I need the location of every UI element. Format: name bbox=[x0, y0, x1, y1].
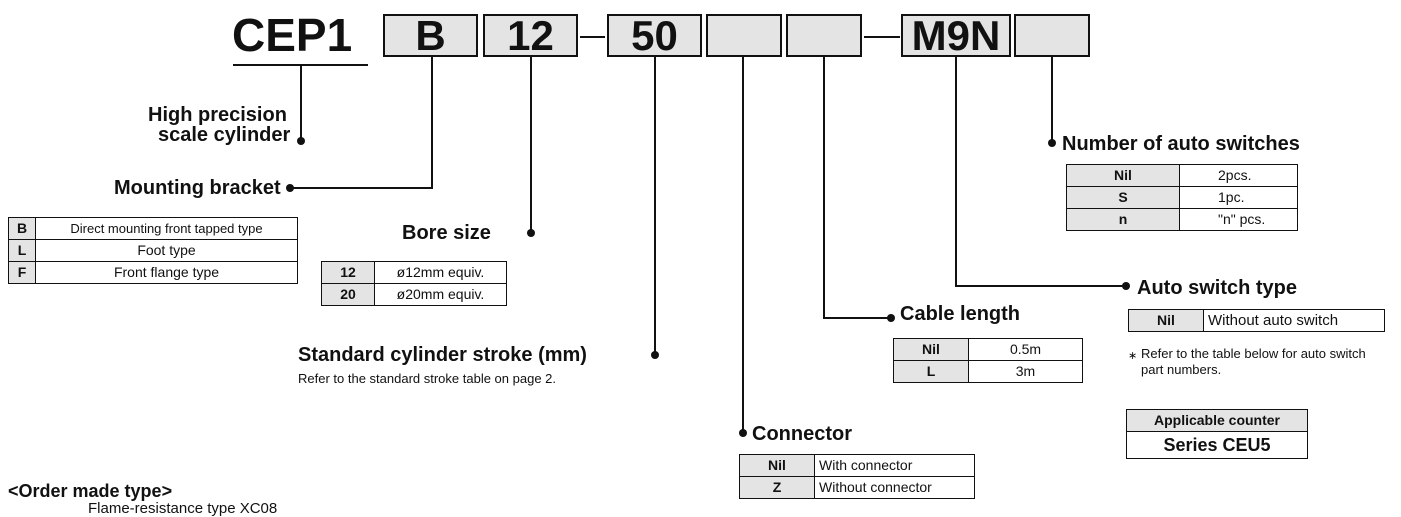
leader-dot bbox=[651, 351, 659, 359]
table-desc: ø12mm equiv. bbox=[374, 261, 507, 284]
bore-table: 12 ø12mm equiv. 20 ø20mm equiv. bbox=[321, 261, 507, 306]
leader-line bbox=[955, 285, 1126, 287]
table-desc: Without auto switch bbox=[1203, 309, 1385, 332]
code-box-mounting: B bbox=[383, 14, 478, 57]
leader-line bbox=[300, 66, 302, 140]
leader-line bbox=[823, 57, 825, 319]
code-box-auto-switch: M9N bbox=[901, 14, 1011, 57]
table-desc: Front flange type bbox=[35, 261, 298, 284]
high-precision-line1: High precision bbox=[148, 104, 287, 126]
auto-switch-note: Refer to the table below for auto switch… bbox=[1141, 346, 1366, 377]
table-desc: With connector bbox=[814, 454, 975, 477]
leader-line bbox=[823, 317, 891, 319]
leader-line bbox=[742, 57, 744, 433]
order-made-title: <Order made type> bbox=[8, 481, 173, 501]
cable-title: Cable length bbox=[900, 303, 1021, 325]
table-code: Nil bbox=[739, 454, 815, 477]
order-made-line: Flame-resistance type XC08 bbox=[88, 500, 278, 517]
code-box-stroke: 50 bbox=[607, 14, 702, 57]
series-code: CEP1 bbox=[232, 9, 353, 61]
leader-dot bbox=[286, 184, 294, 192]
table-row: S 1pc. bbox=[1066, 186, 1298, 209]
leader-dot bbox=[1122, 282, 1130, 290]
table-code: Z bbox=[739, 476, 815, 499]
table-desc: 1pc. bbox=[1179, 186, 1298, 209]
table-row: Z Without connector bbox=[739, 476, 975, 499]
table-desc: 3m bbox=[968, 360, 1083, 383]
table-row: B Direct mounting front tapped type bbox=[8, 217, 298, 240]
table-desc: Foot type bbox=[35, 239, 298, 262]
leader-line bbox=[955, 57, 957, 287]
leader-line bbox=[654, 57, 656, 355]
table-row: 20 ø20mm equiv. bbox=[321, 283, 507, 306]
leader-line bbox=[290, 187, 433, 189]
table-desc: Direct mounting front tapped type bbox=[35, 217, 298, 240]
mounting-title: Mounting bracket bbox=[114, 177, 281, 199]
dash-separator bbox=[864, 36, 900, 38]
dash-separator bbox=[580, 36, 605, 38]
auto-switch-title: Auto switch type bbox=[1137, 277, 1298, 299]
leader-dot bbox=[739, 429, 747, 437]
code-box-connector bbox=[706, 14, 782, 57]
code-box-number bbox=[1014, 14, 1090, 57]
connector-title: Connector bbox=[752, 423, 852, 445]
counter-value: Series CEU5 bbox=[1126, 431, 1308, 459]
table-row: L Foot type bbox=[8, 239, 298, 262]
counter-header: Applicable counter bbox=[1126, 409, 1308, 432]
number-title: Number of auto switches bbox=[1062, 133, 1300, 155]
table-row: F Front flange type bbox=[8, 261, 298, 284]
auto-switch-table: Nil Without auto switch bbox=[1128, 309, 1385, 332]
table-row: L 3m bbox=[893, 360, 1083, 383]
high-precision-line2: scale cylinder bbox=[158, 124, 291, 146]
table-code: n bbox=[1066, 208, 1180, 231]
table-code: F bbox=[8, 261, 36, 284]
table-desc: ø20mm equiv. bbox=[374, 283, 507, 306]
code-box-cable bbox=[786, 14, 862, 57]
table-code: L bbox=[893, 360, 969, 383]
table-desc: Without connector bbox=[814, 476, 975, 499]
leader-line bbox=[431, 57, 433, 188]
mounting-table: B Direct mounting front tapped type L Fo… bbox=[8, 217, 298, 284]
table-code: S bbox=[1066, 186, 1180, 209]
cable-table: Nil 0.5m L 3m bbox=[893, 338, 1083, 383]
table-row: Applicable counter bbox=[1126, 409, 1308, 432]
table-code: B bbox=[8, 217, 36, 240]
table-row: Nil Without auto switch bbox=[1128, 309, 1385, 332]
table-code: Nil bbox=[1066, 164, 1180, 187]
table-row: 12 ø12mm equiv. bbox=[321, 261, 507, 284]
table-code: 20 bbox=[321, 283, 375, 306]
counter-table: Applicable counter Series CEU5 bbox=[1126, 409, 1308, 459]
number-table: Nil 2pcs. S 1pc. n "n" pcs. bbox=[1066, 164, 1298, 231]
table-row: Series CEU5 bbox=[1126, 431, 1308, 459]
table-code: L bbox=[8, 239, 36, 262]
stroke-title: Standard cylinder stroke (mm) bbox=[298, 344, 587, 366]
table-row: n "n" pcs. bbox=[1066, 208, 1298, 231]
table-desc: "n" pcs. bbox=[1179, 208, 1298, 231]
leader-line bbox=[1051, 57, 1053, 143]
table-row: Nil With connector bbox=[739, 454, 975, 477]
stroke-note: Refer to the standard stroke table on pa… bbox=[298, 371, 557, 386]
leader-dot bbox=[887, 314, 895, 322]
auto-switch-note-mark: ∗ bbox=[1128, 350, 1138, 362]
code-box-bore: 12 bbox=[483, 14, 578, 57]
table-row: Nil 0.5m bbox=[893, 338, 1083, 361]
series-underline bbox=[233, 64, 368, 66]
leader-dot bbox=[1048, 139, 1056, 147]
table-code: Nil bbox=[1128, 309, 1204, 332]
bore-title: Bore size bbox=[402, 222, 491, 244]
leader-dot bbox=[527, 229, 535, 237]
table-code: 12 bbox=[321, 261, 375, 284]
leader-line bbox=[530, 57, 532, 233]
table-desc: 2pcs. bbox=[1179, 164, 1298, 187]
connector-table: Nil With connector Z Without connector bbox=[739, 454, 975, 499]
table-row: Nil 2pcs. bbox=[1066, 164, 1298, 187]
table-code: Nil bbox=[893, 338, 969, 361]
leader-dot bbox=[297, 137, 305, 145]
table-desc: 0.5m bbox=[968, 338, 1083, 361]
